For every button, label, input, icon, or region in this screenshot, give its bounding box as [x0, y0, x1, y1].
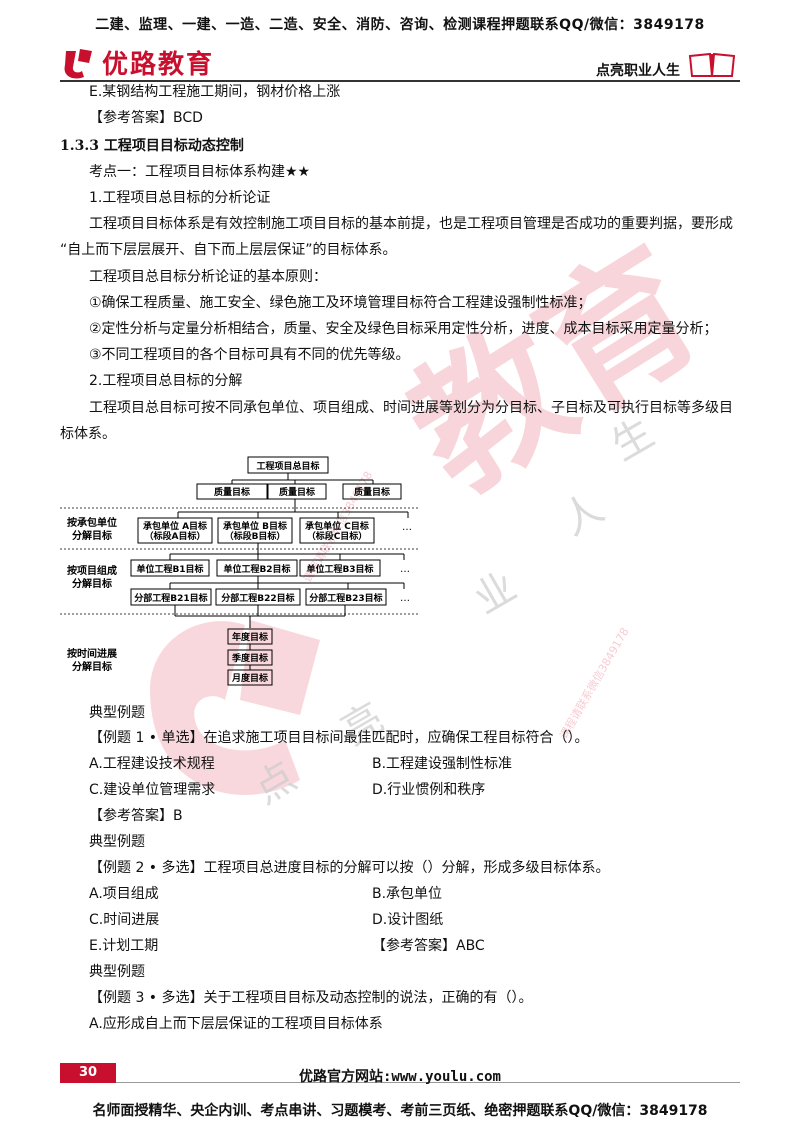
bottom-banner: 名师面授精华、央企内训、考点串讲、习题模考、考前三页纸、绝密押题联系QQ/微信：…	[92, 1103, 708, 1119]
diagram-time-box	[227, 669, 273, 686]
diagram-quality-label: 质量目标	[279, 486, 315, 498]
answer-text: 【参考答案】B	[89, 808, 183, 824]
watermark-char: 点	[247, 753, 305, 813]
diagram-part-box	[130, 588, 212, 606]
book-icon	[688, 52, 736, 77]
diagram-part-label: 分部工程B23目标	[309, 592, 382, 604]
diagram-contractor-label: 承包单位 B目标	[223, 520, 287, 532]
typical-heading: 典型例题	[89, 964, 145, 980]
subheading: 2.工程项目总目标的分解	[89, 373, 243, 389]
website-text: 优路官方网站:www.youlu.com	[298, 1069, 501, 1085]
section-title: 1.3.3 工程项目目标动态控制	[60, 138, 244, 154]
watermark-char: 业	[467, 563, 525, 623]
paragraph: 工程项目总目标分析论证的基本原则：	[89, 269, 327, 285]
option-d: D.行业惯例和秩序	[372, 782, 486, 798]
diagram-quality-label: 质量目标	[214, 486, 250, 498]
question-2: 【例题 2 • 多选】工程项目总进度目标的分解可以按（）分解，形成多级目标体系。	[89, 860, 610, 876]
paragraph: 标体系。	[60, 426, 116, 442]
diagram-part-label: 分部工程B22目标	[221, 592, 294, 604]
diagram-contractor-box	[137, 517, 213, 544]
question-3: 【例题 3 • 多选】关于工程项目目标及动态控制的说法，正确的有（）。	[89, 990, 533, 1006]
logo-mark-icon	[64, 49, 92, 79]
page-number: 30	[60, 1063, 116, 1083]
diagram-ellipsis: …	[400, 593, 410, 604]
paragraph: “自上而下层层展开、自下而上层层保证”的目标体系。	[60, 242, 397, 258]
diagram-ellipsis: …	[402, 522, 412, 533]
diagram-side-label: 按承包单位	[67, 516, 117, 529]
diagram-unit-label: 单位工程B2目标	[223, 563, 290, 575]
list-item: ②定性分析与定量分析相结合，质量、安全及绿色目标采用定性分析，进度、成本目标采用…	[89, 321, 718, 337]
option-b: B.承包单位	[372, 886, 443, 902]
subheading: 1.工程项目总目标的分析论证	[89, 190, 271, 206]
logo-text: 优路教育	[102, 49, 215, 80]
diagram-contractor-label: 承包单位 A目标	[143, 520, 207, 532]
option-c: C.时间进展	[89, 912, 160, 928]
diagram-unit-box	[299, 559, 381, 577]
slogan: 点亮职业人生	[596, 63, 680, 79]
answer-text: 【参考答案】ABC	[372, 938, 485, 954]
option-a: A.工程建设技术规程	[89, 756, 215, 772]
answer-text: 【参考答案】BCD	[89, 110, 203, 126]
diagram-unit-label: 单位工程B3目标	[306, 563, 373, 575]
diagram-contractor-label: （标段C目标）	[307, 530, 368, 542]
watermark-char: 人	[554, 485, 612, 545]
header-divider	[60, 80, 740, 82]
diagram-side-label: 分解目标	[72, 660, 112, 673]
diagram-quality-label: 质量目标	[354, 486, 390, 498]
diagram-contractor-label: 承包单位 C目标	[305, 520, 369, 532]
diagram-unit-label: 单位工程B1目标	[136, 563, 203, 575]
diagram-side-label: 分解目标	[72, 529, 112, 542]
diagram-side-label: 分解目标	[72, 577, 112, 590]
question-1: 【例题 1 • 单选】在追求施工项目目标间最佳匹配时，应确保工程目标符合（）。	[89, 730, 589, 746]
paragraph: 工程项目目标体系是有效控制施工项目目标的基本前提，也是工程项目管理是否成功的重要…	[89, 216, 733, 232]
typical-heading: 典型例题	[89, 834, 145, 850]
option-c: C.建设单位管理需求	[89, 782, 216, 798]
diagram-root-label: 工程项目总目标	[256, 460, 319, 472]
option-e: E.计划工期	[89, 938, 159, 954]
diagram-time-label: 年度目标	[232, 631, 268, 643]
option-a: A.项目组成	[89, 886, 159, 902]
diagram-contractor-box	[217, 517, 293, 544]
diagram-time-label: 季度目标	[231, 652, 268, 664]
option-d: D.设计图纸	[372, 912, 444, 928]
diagram-contractor-box	[299, 517, 375, 544]
diagram-quality-box	[267, 483, 327, 500]
brand-logo: 优路教育	[62, 44, 214, 80]
diagram-time-label: 月度目标	[231, 672, 268, 684]
paragraph: 工程项目总目标可按不同承包单位、项目组成、时间进展等划分为分目标、子目标及可执行…	[89, 400, 733, 416]
top-banner: 二建、监理、一建、一造、二造、安全、消防、咨询、检测课程押题联系QQ/微信：38…	[95, 17, 705, 33]
option-b: B.工程建设强制性标准	[372, 756, 513, 772]
diagram-side-label: 按时间进展	[67, 647, 117, 660]
diagram-quality-box	[196, 483, 268, 500]
kaodian-title: 考点一：工程项目目标体系构建★★	[89, 164, 311, 180]
target-breakdown-diagram: 工程项目总目标 质量目标 质量目标 质量目标 承包单位 A目标 （标段A目标） …	[60, 456, 420, 686]
diagram-contractor-label: （标段A目标）	[145, 530, 206, 542]
option-a: A.应形成自上而下层层保证的工程项目目标体系	[89, 1016, 383, 1032]
diagram-ellipsis: …	[400, 564, 410, 575]
diagram-unit-box	[216, 559, 298, 577]
diagram-unit-box	[130, 559, 210, 577]
diagram-quality-box	[342, 483, 402, 500]
list-item: ①确保工程质量、施工安全、绿色施工及环境管理目标符合工程建设强制性标准；	[89, 295, 592, 311]
diagram-side-label: 按项目组成	[67, 564, 117, 577]
footer-divider	[116, 1082, 740, 1083]
typical-heading: 典型例题	[89, 705, 145, 721]
watermark-contact: 课程请联系微信3849178	[556, 625, 631, 741]
option-e-text: E.某钢结构工程施工期间，钢材价格上涨	[89, 84, 341, 100]
diagram-contractor-label: （标段B目标）	[225, 530, 286, 542]
diagram-part-label: 分部工程B21目标	[134, 592, 207, 604]
diagram-part-box	[305, 588, 387, 606]
list-item: ③不同工程项目的各个目标可具有不同的优先等级。	[89, 347, 410, 363]
